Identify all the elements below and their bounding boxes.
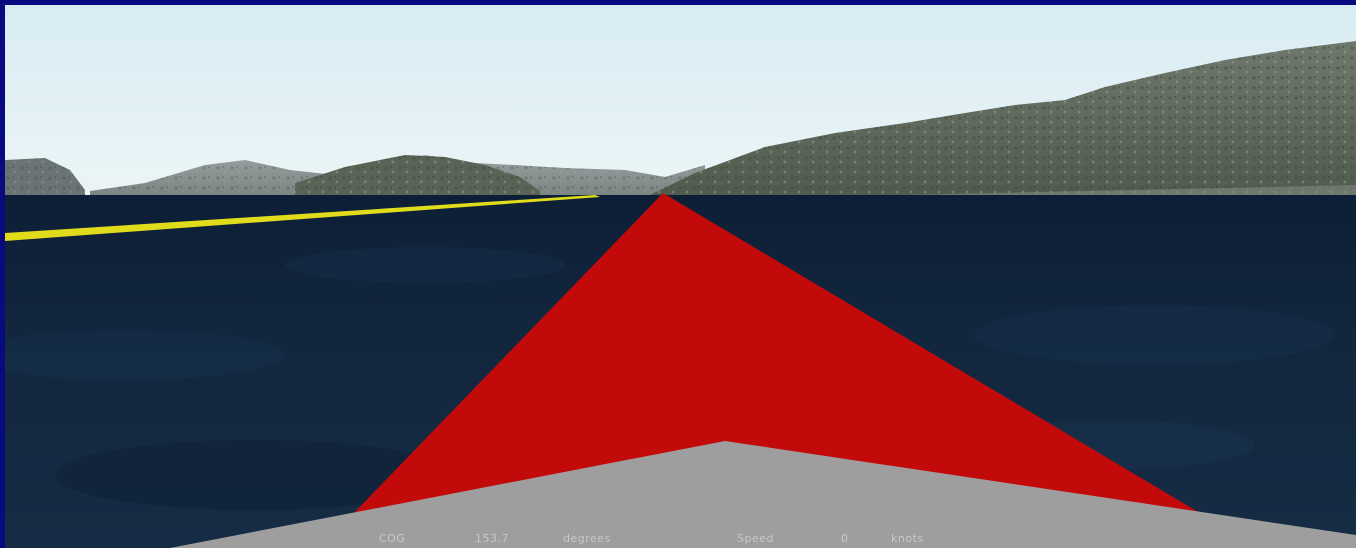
mid-hill [295, 155, 540, 197]
route-line-icon [5, 195, 600, 241]
left-rock-outcrop [5, 158, 85, 197]
heading-sector-icon [350, 193, 1220, 525]
ownship-bow-icon [170, 441, 1356, 548]
3d-scene [5, 5, 1356, 548]
